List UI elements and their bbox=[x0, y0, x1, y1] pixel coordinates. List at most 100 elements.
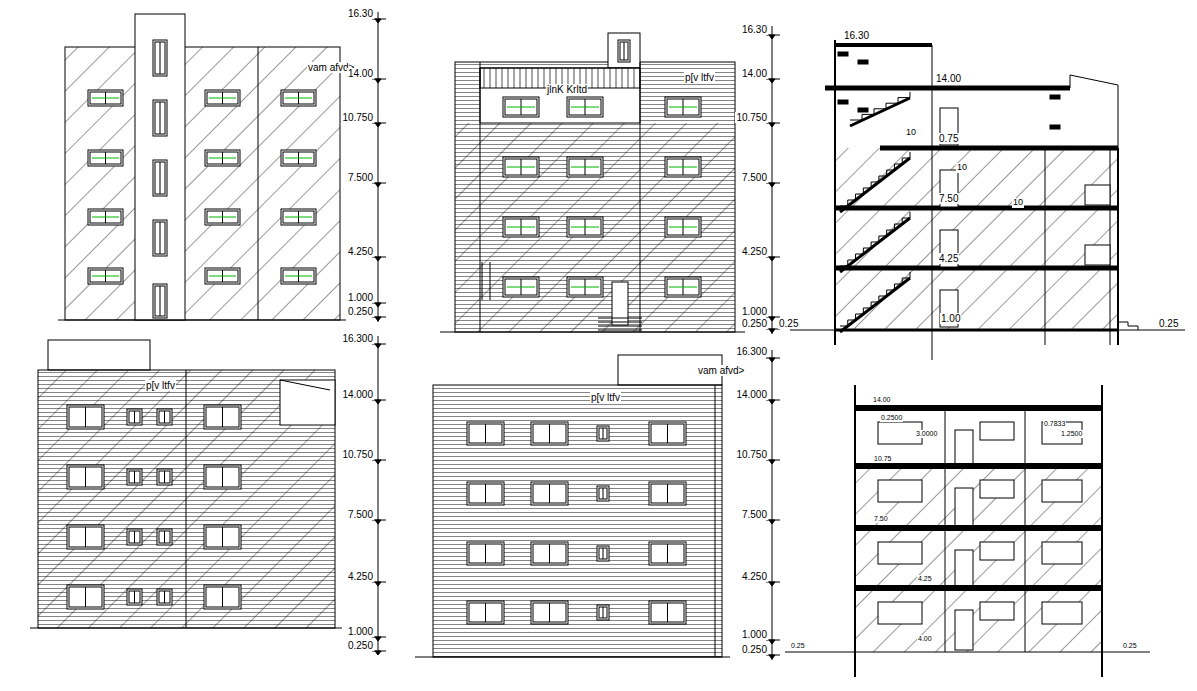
facade-hatch bbox=[38, 370, 335, 628]
level-marker bbox=[375, 582, 381, 586]
window bbox=[67, 525, 104, 549]
stair-stringer bbox=[840, 278, 910, 332]
dimension-label: 14.000 bbox=[735, 389, 768, 400]
door bbox=[955, 610, 973, 650]
window bbox=[531, 482, 568, 505]
dimension-label: 1.2500 bbox=[1060, 430, 1083, 438]
window bbox=[665, 97, 701, 117]
window bbox=[567, 97, 603, 117]
window bbox=[503, 157, 539, 177]
ground-line bbox=[30, 628, 342, 629]
window-glazing bbox=[209, 158, 236, 159]
window-mullion bbox=[549, 484, 550, 503]
door bbox=[955, 550, 973, 586]
window-frame bbox=[69, 467, 102, 487]
floor-slab bbox=[835, 266, 1118, 271]
level-marker bbox=[375, 317, 381, 321]
level-marker bbox=[375, 19, 381, 23]
dimension-label: 4.250 bbox=[741, 246, 768, 257]
ground-line bbox=[58, 320, 346, 321]
window bbox=[157, 409, 172, 425]
dimension-label: 4.250 bbox=[741, 571, 768, 582]
window-glazing bbox=[669, 107, 697, 108]
window-glazing bbox=[571, 167, 599, 168]
stair-steps bbox=[840, 152, 910, 206]
entrance-step bbox=[598, 318, 642, 319]
window bbox=[980, 480, 1014, 498]
window-frame bbox=[206, 467, 239, 487]
floor-slab bbox=[880, 146, 1118, 151]
line bbox=[480, 62, 481, 332]
window-frame bbox=[155, 42, 165, 74]
window-frame bbox=[155, 286, 165, 316]
window-glazing bbox=[209, 98, 236, 99]
window-frame bbox=[206, 407, 239, 427]
balcony bbox=[280, 380, 335, 425]
window-frame bbox=[651, 484, 684, 503]
window bbox=[127, 409, 142, 425]
window bbox=[567, 217, 603, 237]
dimension-label: 0.25 bbox=[790, 642, 806, 650]
facade bbox=[38, 370, 335, 628]
window-glazing bbox=[285, 217, 312, 218]
dimension-label: 0.25 bbox=[778, 318, 799, 329]
window-frame bbox=[90, 92, 121, 104]
window bbox=[157, 589, 172, 605]
window-mullion bbox=[667, 603, 668, 622]
facade bbox=[65, 47, 340, 320]
window bbox=[205, 90, 240, 106]
window-frame bbox=[90, 270, 121, 282]
stair-stringer bbox=[850, 98, 910, 126]
level-marker bbox=[375, 637, 381, 641]
dimension-label: 14.00 bbox=[741, 68, 768, 79]
floor-slab bbox=[835, 206, 1118, 211]
window-mullion bbox=[85, 527, 86, 547]
dimension-label: 4.250 bbox=[347, 246, 374, 257]
pergola-slat bbox=[610, 68, 611, 88]
floor-slab bbox=[855, 525, 1102, 531]
ground-line bbox=[1118, 330, 1185, 331]
pergola-slat bbox=[490, 68, 491, 88]
window-mullion bbox=[222, 467, 223, 487]
dimension-label: 16.30 bbox=[843, 30, 870, 41]
window bbox=[88, 150, 123, 166]
window-frame bbox=[667, 219, 699, 235]
dimension-label: 14.00 bbox=[935, 73, 962, 84]
pergola-slat bbox=[484, 68, 485, 88]
window-frame bbox=[90, 211, 121, 223]
window-mullion bbox=[85, 587, 86, 607]
window-frame bbox=[129, 591, 140, 603]
window bbox=[567, 157, 603, 177]
window-glazing bbox=[92, 158, 119, 159]
window-mullion bbox=[667, 424, 668, 443]
dimension-label: 10 bbox=[905, 128, 917, 138]
window-frame bbox=[69, 407, 102, 427]
window-frame bbox=[569, 219, 601, 235]
dimension-label: 0.250 bbox=[741, 644, 768, 655]
pergola-slat bbox=[616, 68, 617, 88]
window-frame bbox=[599, 548, 607, 559]
window-frame bbox=[69, 527, 102, 547]
level-scale bbox=[772, 350, 773, 660]
pergola-slat bbox=[496, 68, 497, 88]
window-frame bbox=[599, 488, 607, 499]
window-mullion bbox=[222, 407, 223, 427]
dimension-label: 7.500 bbox=[347, 172, 374, 183]
window-mullion bbox=[549, 544, 550, 563]
line bbox=[482, 262, 483, 300]
window-frame bbox=[599, 607, 607, 618]
window-frame bbox=[599, 428, 607, 439]
window-glazing bbox=[571, 107, 599, 108]
window-mullion bbox=[603, 548, 604, 559]
section-hatch bbox=[855, 466, 1102, 652]
window-frame bbox=[159, 531, 170, 543]
window-frame bbox=[533, 484, 566, 503]
dimension-label: 10.750 bbox=[341, 449, 374, 460]
window bbox=[665, 217, 701, 237]
window bbox=[531, 542, 568, 565]
window-mullion bbox=[160, 42, 161, 74]
window-frame bbox=[651, 544, 684, 563]
dimension-label: 14.00 bbox=[872, 396, 892, 404]
window bbox=[878, 542, 922, 564]
window-mullion bbox=[485, 424, 486, 443]
